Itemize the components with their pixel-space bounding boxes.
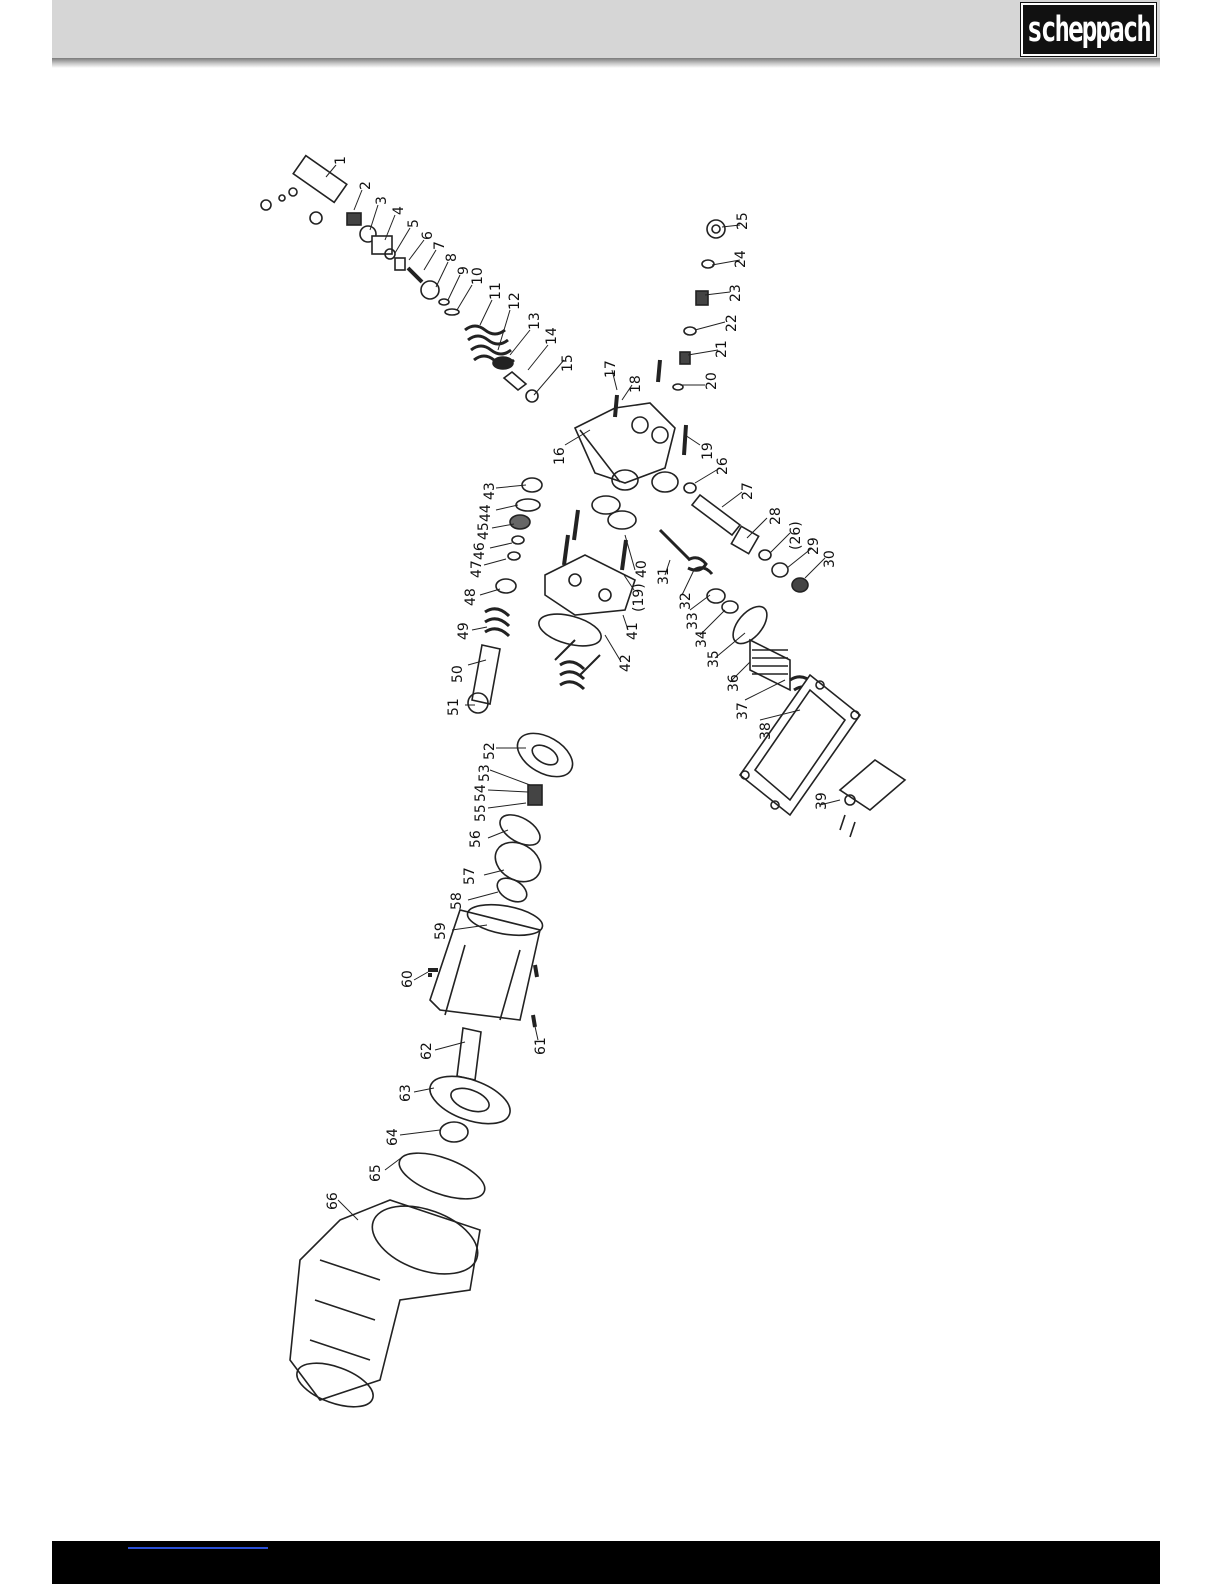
- part-label: 28: [768, 507, 784, 525]
- part-label: 11: [488, 282, 504, 300]
- part-label: 41: [625, 622, 641, 640]
- part-label: 3: [374, 196, 390, 205]
- part-label: 49: [456, 622, 472, 640]
- part-label: 16: [552, 447, 568, 465]
- part-label: 23: [728, 284, 744, 302]
- part-label: 32: [678, 592, 694, 610]
- leader-lines: [326, 165, 840, 1220]
- part-label: 50: [450, 665, 466, 683]
- part-label: 7: [432, 241, 448, 250]
- part-label: 61: [533, 1037, 549, 1055]
- part-label: 31: [656, 567, 672, 585]
- part-label: 26: [715, 457, 731, 475]
- part-label: 62: [419, 1042, 435, 1060]
- part-label: 48: [463, 588, 479, 606]
- part-label: (19): [631, 583, 647, 612]
- part-label: 12: [507, 292, 523, 310]
- part-label: 22: [724, 314, 740, 332]
- part-label: 64: [385, 1128, 401, 1146]
- part-label: 6: [420, 231, 436, 240]
- part-label: 57: [462, 867, 478, 885]
- part-label: 10: [470, 267, 486, 285]
- part-label: 4: [391, 206, 407, 215]
- part-label: 63: [398, 1084, 414, 1102]
- part-drawing-59-61: [428, 900, 545, 1027]
- part-label: 14: [544, 327, 560, 345]
- part-label: 43: [482, 482, 498, 500]
- part-label: 19: [700, 442, 716, 460]
- part-label: 47: [469, 560, 485, 578]
- part-label: 29: [806, 537, 822, 555]
- part-label: 5: [406, 219, 422, 228]
- part-label: 38: [758, 722, 774, 740]
- part-label: 15: [560, 354, 576, 372]
- part-drawing-31-35: [660, 530, 773, 650]
- part-label: 24: [733, 250, 749, 268]
- part-drawing-62-65: [394, 1028, 517, 1208]
- part-label: 58: [449, 892, 465, 910]
- part-label: 42: [618, 654, 634, 672]
- part-number-labels: 1 2 3 4 5 6 7 8 9 10 11 12 13 14 15 16 1…: [325, 156, 838, 1210]
- part-label: 33: [685, 612, 701, 630]
- part-label: 40: [634, 560, 650, 578]
- part-label: 60: [400, 970, 416, 988]
- part-label: 53: [477, 764, 493, 782]
- part-label: 45: [476, 522, 492, 540]
- part-label: 55: [473, 804, 489, 822]
- part-drawing-16: [575, 403, 678, 492]
- part-label: 25: [735, 212, 751, 230]
- part-drawing-39: [840, 760, 905, 837]
- part-label: 21: [714, 340, 730, 358]
- part-label: 1: [333, 156, 349, 165]
- part-label: 8: [444, 253, 460, 262]
- part-label: 13: [527, 312, 543, 330]
- part-label: 52: [482, 742, 498, 760]
- part-label: 17: [603, 360, 619, 378]
- part-label: 37: [735, 702, 751, 720]
- part-label: 51: [446, 698, 462, 716]
- part-label: 27: [740, 482, 756, 500]
- part-label: 30: [822, 550, 838, 568]
- part-drawing-52-58: [488, 724, 580, 906]
- part-label: 66: [325, 1192, 341, 1210]
- part-label: 56: [468, 830, 484, 848]
- part-label: 54: [473, 784, 489, 802]
- part-label: 59: [433, 922, 449, 940]
- footer-bar: [52, 1541, 1160, 1584]
- part-label: 34: [694, 630, 710, 648]
- part-drawing-66: [290, 1193, 487, 1416]
- part-label: 35: [706, 650, 722, 668]
- part-drawing-20-25: [673, 220, 725, 390]
- part-drawings: [261, 156, 905, 1416]
- part-label: 18: [628, 375, 644, 393]
- part-label: 65: [368, 1164, 384, 1182]
- part-label: 46: [472, 542, 488, 560]
- part-label: (26): [788, 521, 804, 550]
- part-label: 44: [478, 504, 494, 522]
- footer-link-underline[interactable]: [128, 1547, 268, 1549]
- part-label: 2: [358, 181, 374, 190]
- part-label: 36: [726, 674, 742, 692]
- part-label: 20: [704, 372, 720, 390]
- part-label: 39: [814, 792, 830, 810]
